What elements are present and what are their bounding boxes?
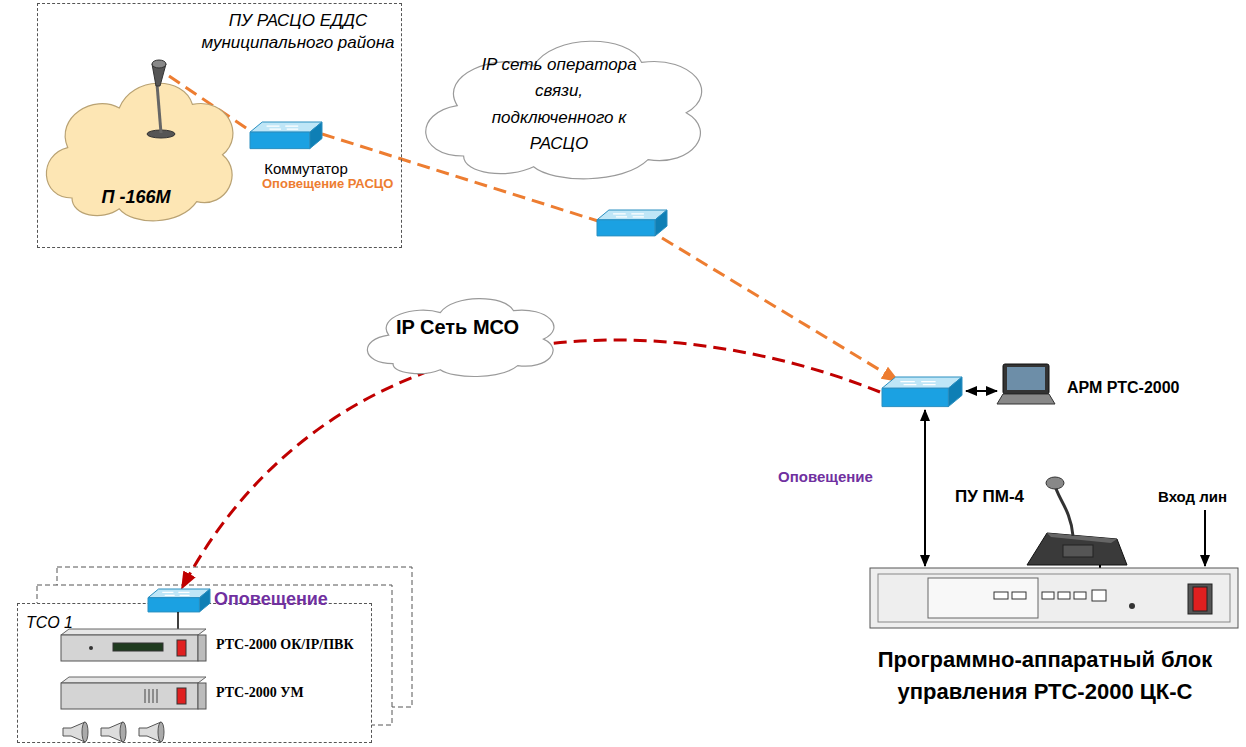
cloud-shape: IP Сеть МСО [350,282,565,384]
cloud-shape-art [400,12,718,192]
node-text: П -166М [81,187,191,208]
console-icon: ПУ ПМ-4 [955,475,1135,570]
laptop-icon: АРМ РТС-2000 [995,362,1235,418]
input-arrow [1204,510,1206,566]
cloud-shape: П -166М [29,54,244,234]
alert-line [169,76,252,132]
node-text: Программно-аппаратный блок управления РТ… [850,644,1240,708]
switch-icon: Коммутатор [250,120,362,182]
node-text: РТС-2000 УМ [216,685,371,701]
free-label: Оповещение [214,589,328,610]
rack-unit-art [870,568,1238,630]
node-text: IP сеть оператора связи, подключенного к… [481,52,637,157]
device-unit: РТС-2000 УМ [61,677,371,713]
node-text: АРМ РТС-2000 [1067,379,1235,397]
link-arrow [966,390,997,392]
node-text: РТС-2000 ОК/IP/ПВК [216,637,371,653]
node-text: ПУ РАСЦО ЕДДС муниципального района [198,10,398,54]
node-text: ПУ ПМ-4 [955,487,1045,507]
cloud-shape: IP сеть оператора связи, подключенного к… [400,12,718,192]
mso-line [182,340,880,588]
console-cable [1099,562,1101,569]
rack-unit: Программно-аппаратный блок управления РТ… [870,568,1238,630]
link-arrow [924,410,926,566]
free-label: Оповещение [778,468,873,485]
dashed-region: ПУ РАСЦО ЕДДС муниципального района П -16… [37,3,402,248]
device-unit: РТС-2000 ОК/IP/ПВК [61,629,371,665]
node-text: IP Сеть МСО [350,316,565,339]
free-label: Вход лин [1158,488,1227,505]
node-text: ТСО 1 [26,614,106,632]
dashed-region: ТСО 1 РТС-2000 ОК/IP/ПВК РТС-2000 УМ [17,603,372,743]
node-text: Коммутатор [250,160,362,177]
free-label: Оповещение РАСЦО [262,176,393,191]
